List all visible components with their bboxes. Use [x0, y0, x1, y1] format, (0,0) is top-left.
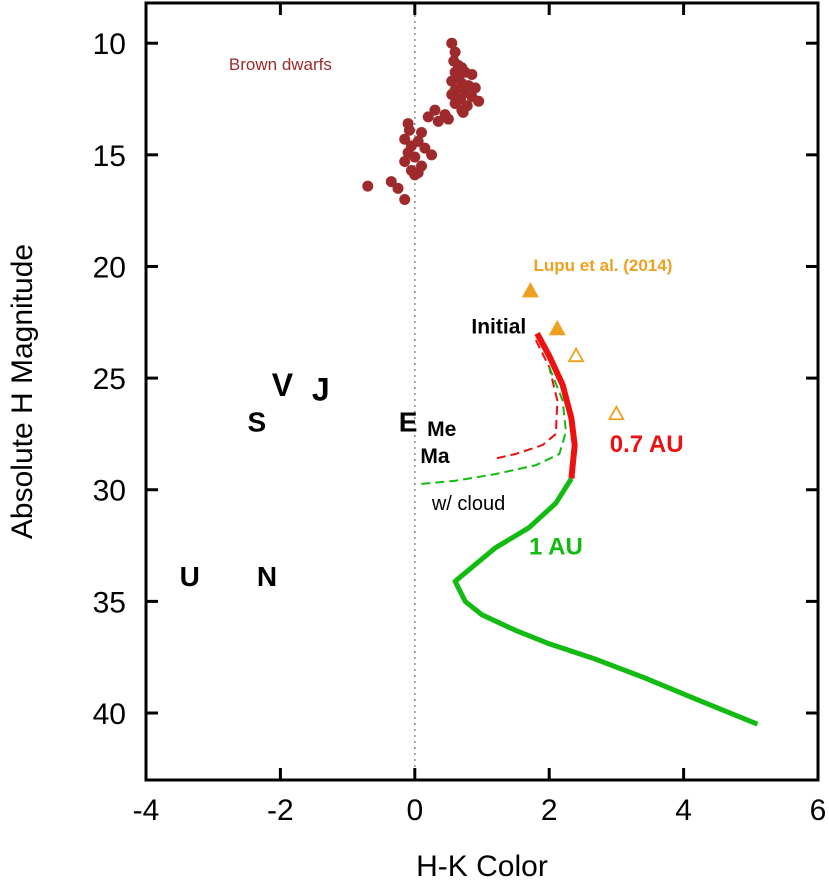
y-tick-label: 15 [93, 140, 126, 173]
x-tick-label: -4 [133, 794, 160, 827]
brown-dwarf-point [449, 97, 461, 109]
series-line-0-7-au [534, 331, 578, 479]
y-tick-label: 40 [93, 698, 126, 731]
y-tick-label: 25 [93, 363, 126, 396]
x-tick-label: 4 [675, 794, 692, 827]
annotation-brown: Brown dwarfs [229, 55, 332, 74]
brown-dwarf-point [385, 176, 397, 188]
series-lines-layer [414, 3, 759, 780]
brown-dwarf-point [399, 156, 411, 168]
y-tick-label: 10 [93, 28, 126, 61]
brown-dwarf-point [446, 37, 458, 49]
brown-dwarf-point [469, 82, 481, 94]
planet-label-ma: Ma [420, 445, 449, 468]
x-tick-label: 0 [406, 794, 423, 827]
brown-dwarf-point [422, 111, 434, 123]
y-tick-label: 35 [93, 586, 126, 619]
y-tick-label: 20 [93, 251, 126, 284]
brown-dwarf-point [403, 124, 415, 136]
brown-dwarf-point [409, 151, 421, 163]
axes-layer: -4 -2 0 2 4 6 10 15 20 25 30 35 40 [93, 1, 827, 827]
annotation-au07: 0.7 AU [610, 431, 684, 458]
brown-dwarf-point [409, 169, 421, 181]
lupu-point-open [607, 404, 625, 421]
brown-dwarf-point [392, 182, 404, 194]
y-tick-label: 30 [93, 475, 126, 508]
lupu-point-filled [548, 319, 566, 336]
y-axis-label: Absolute H Magnitude [6, 244, 39, 539]
planet-label-me: Me [427, 418, 456, 441]
annotation-cloud: w/ cloud [431, 493, 505, 515]
annotation-au1: 1 AU [529, 533, 583, 560]
brown-dwarf-point [429, 104, 441, 116]
brown-dwarf-point [416, 127, 428, 138]
brown-dwarf-point [457, 106, 469, 118]
brown-dwarf-point [419, 142, 431, 154]
brown-dwarf-point [446, 89, 458, 101]
lupu-point-open [567, 346, 585, 363]
plot-frame [144, 1, 820, 782]
lupu-point-filled [521, 281, 539, 298]
brown-dwarf-point [432, 115, 444, 127]
x-tick-label: -2 [267, 794, 294, 827]
brown-dwarf-point [426, 149, 438, 161]
brown-dwarf-point [466, 68, 478, 80]
brown-dwarf-point [449, 46, 461, 58]
brown-dwarf-point [442, 113, 454, 125]
series-line-1-au [452, 477, 759, 727]
x-tick-label: 6 [810, 794, 827, 827]
brown-dwarf-point [473, 95, 485, 107]
brown-dwarf-point [362, 180, 374, 192]
annotation-initial: Initial [471, 315, 526, 338]
planet-label-n: N [257, 561, 277, 592]
annotation-lupu: Lupu et al. (2014) [534, 256, 673, 275]
series-line-1-au-w-cloud [418, 366, 567, 486]
brown-dwarf-point [399, 133, 411, 145]
planet-label-e: E [399, 407, 418, 438]
x-tick-label: 2 [541, 794, 558, 827]
planet-label-v: V [272, 367, 294, 403]
brown-dwarf-point [399, 193, 411, 205]
planet-label-s: S [248, 407, 267, 438]
points-layer [362, 37, 625, 421]
planet-label-j: J [312, 371, 330, 407]
brown-dwarf-point [446, 75, 458, 87]
x-axis-label: H-K Color [416, 850, 548, 883]
planet-label-u: U [180, 561, 200, 592]
